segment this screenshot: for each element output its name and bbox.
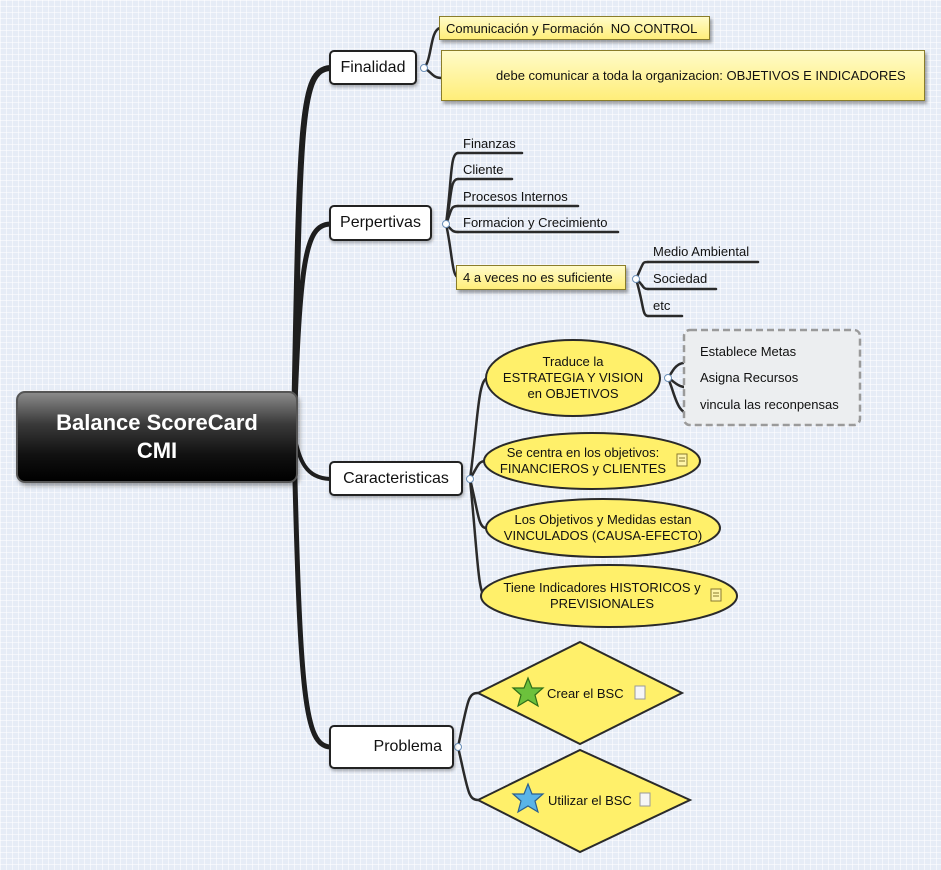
finalidad-item-comunicacion[interactable]: Comunicación y Formación NO CONTROL xyxy=(439,16,710,40)
perspectiva-formacion-text: Formacion y Crecimiento xyxy=(463,215,608,230)
sub-establece-metas[interactable]: Establece Metas xyxy=(700,344,796,360)
caracteristica-vinculados[interactable]: Los Objetivos y Medidas estan VINCULADOS… xyxy=(486,512,720,544)
topic-problema[interactable]: Problema xyxy=(329,725,454,769)
extra-etc-text: etc xyxy=(653,298,671,313)
perspectiva-formacion[interactable]: Formacion y Crecimiento xyxy=(463,215,608,231)
caracteristica-historicos-l2: PREVISIONALES xyxy=(549,596,655,611)
extra-medio-ambiental-text: Medio Ambiental xyxy=(653,244,750,259)
topic-caracteristicas-label: Caracteristicas xyxy=(343,469,449,487)
perspectiva-finanzas[interactable]: Finanzas xyxy=(463,136,516,152)
perspectiva-procesos[interactable]: Procesos Internos xyxy=(463,189,568,205)
branch-caracteristicas xyxy=(292,434,332,481)
branch-finalidad xyxy=(291,65,333,433)
perspectiva-extra[interactable]: 4 a veces no es suficiente xyxy=(456,265,626,290)
problema-crear[interactable]: Crear el BSC xyxy=(547,686,624,701)
topic-perspectivas-label: Perpertivas xyxy=(340,214,421,231)
caracteristica-centra[interactable]: Se centra en los objetivos: FINANCIEROS … xyxy=(490,445,676,477)
central-topic[interactable]: Balance ScoreCard CMI xyxy=(16,391,298,483)
perspectiva-finanzas-text: Finanzas xyxy=(463,136,516,151)
ellipse-historicos xyxy=(480,564,738,628)
extra-sociedad-text: Sociedad xyxy=(653,271,708,286)
topic-perspectivas[interactable]: Perpertivas xyxy=(329,205,432,241)
perspectiva-cliente[interactable]: Cliente xyxy=(463,162,503,178)
sub-establece-metas-text: Establece Metas xyxy=(700,344,797,359)
ellipse-traduce xyxy=(485,339,661,417)
sub-vincula-reconpensas[interactable]: vincula las reconpensas xyxy=(700,397,839,413)
blue-star-icon xyxy=(511,782,545,814)
ellipse-centra xyxy=(483,432,701,490)
document-icon xyxy=(634,685,651,807)
topic-finalidad[interactable]: Finalidad xyxy=(329,50,417,85)
problema-utilizar-text: Utilizar el BSC xyxy=(548,793,632,808)
central-title-line2: CMI xyxy=(136,438,178,463)
caracteristica-traduce-l3: en OBJETIVOS xyxy=(527,386,619,401)
finalidad-item-debe-text: debe comunicar a toda la organizacion: O… xyxy=(496,68,906,83)
branch-perspectivas xyxy=(291,221,333,435)
note-icon xyxy=(676,453,688,467)
sub-vincula-reconpensas-text: vincula las reconpensas xyxy=(700,397,839,412)
finalidad-item-comunicacion-text: Comunicación y Formación NO CONTROL xyxy=(446,20,698,36)
extra-etc[interactable]: etc xyxy=(653,298,670,314)
note-icon xyxy=(710,588,722,602)
extra-sociedad[interactable]: Sociedad xyxy=(653,271,707,287)
caracteristica-vinculados-l2: VINCULADOS (CAUSA-EFECTO) xyxy=(503,528,703,543)
finalidad-item-debe[interactable]: debe comunicar a toda la organizacion: O… xyxy=(441,50,925,101)
perspectiva-procesos-text: Procesos Internos xyxy=(463,189,568,204)
green-star-icon xyxy=(511,676,545,708)
perspectiva-cliente-text: Cliente xyxy=(463,162,504,177)
sub-items-frame xyxy=(682,328,862,427)
problema-crear-text: Crear el BSC xyxy=(547,686,624,701)
sub-asigna-recursos[interactable]: Asigna Recursos xyxy=(700,370,798,386)
diamond-utilizar xyxy=(475,748,693,854)
problema-utilizar[interactable]: Utilizar el BSC xyxy=(548,793,632,808)
caracteristica-vinculados-l1: Los Objetivos y Medidas estan xyxy=(514,512,692,527)
caracteristica-traduce-l1: Traduce la xyxy=(542,354,604,369)
sub-asigna-recursos-text: Asigna Recursos xyxy=(700,370,799,385)
caracteristica-traduce-l2: ESTRATEGIA Y VISION xyxy=(502,370,644,385)
ellipse-vinculados xyxy=(485,498,721,558)
topic-problema-label: Problema xyxy=(373,738,442,755)
branch-problema xyxy=(291,437,333,750)
caracteristica-centra-l2: FINANCIEROS y CLIENTES xyxy=(499,461,667,476)
central-title-line1: Balance ScoreCard xyxy=(56,410,258,435)
diamond-crear xyxy=(475,640,685,746)
topic-finalidad-label: Finalidad xyxy=(340,58,406,76)
caracteristica-traduce[interactable]: Traduce la ESTRATEGIA Y VISION en OBJETI… xyxy=(486,348,660,408)
caracteristica-centra-l1: Se centra en los objetivos: xyxy=(506,445,660,460)
perspectiva-extra-text: 4 a veces no es suficiente xyxy=(463,270,613,285)
caracteristica-historicos-l1: Tiene Indicadores HISTORICOS y xyxy=(503,580,701,595)
topic-caracteristicas[interactable]: Caracteristicas xyxy=(329,461,463,496)
caracteristica-historicos[interactable]: Tiene Indicadores HISTORICOS y PREVISION… xyxy=(484,580,720,612)
extra-medio-ambiental[interactable]: Medio Ambiental xyxy=(653,244,749,260)
